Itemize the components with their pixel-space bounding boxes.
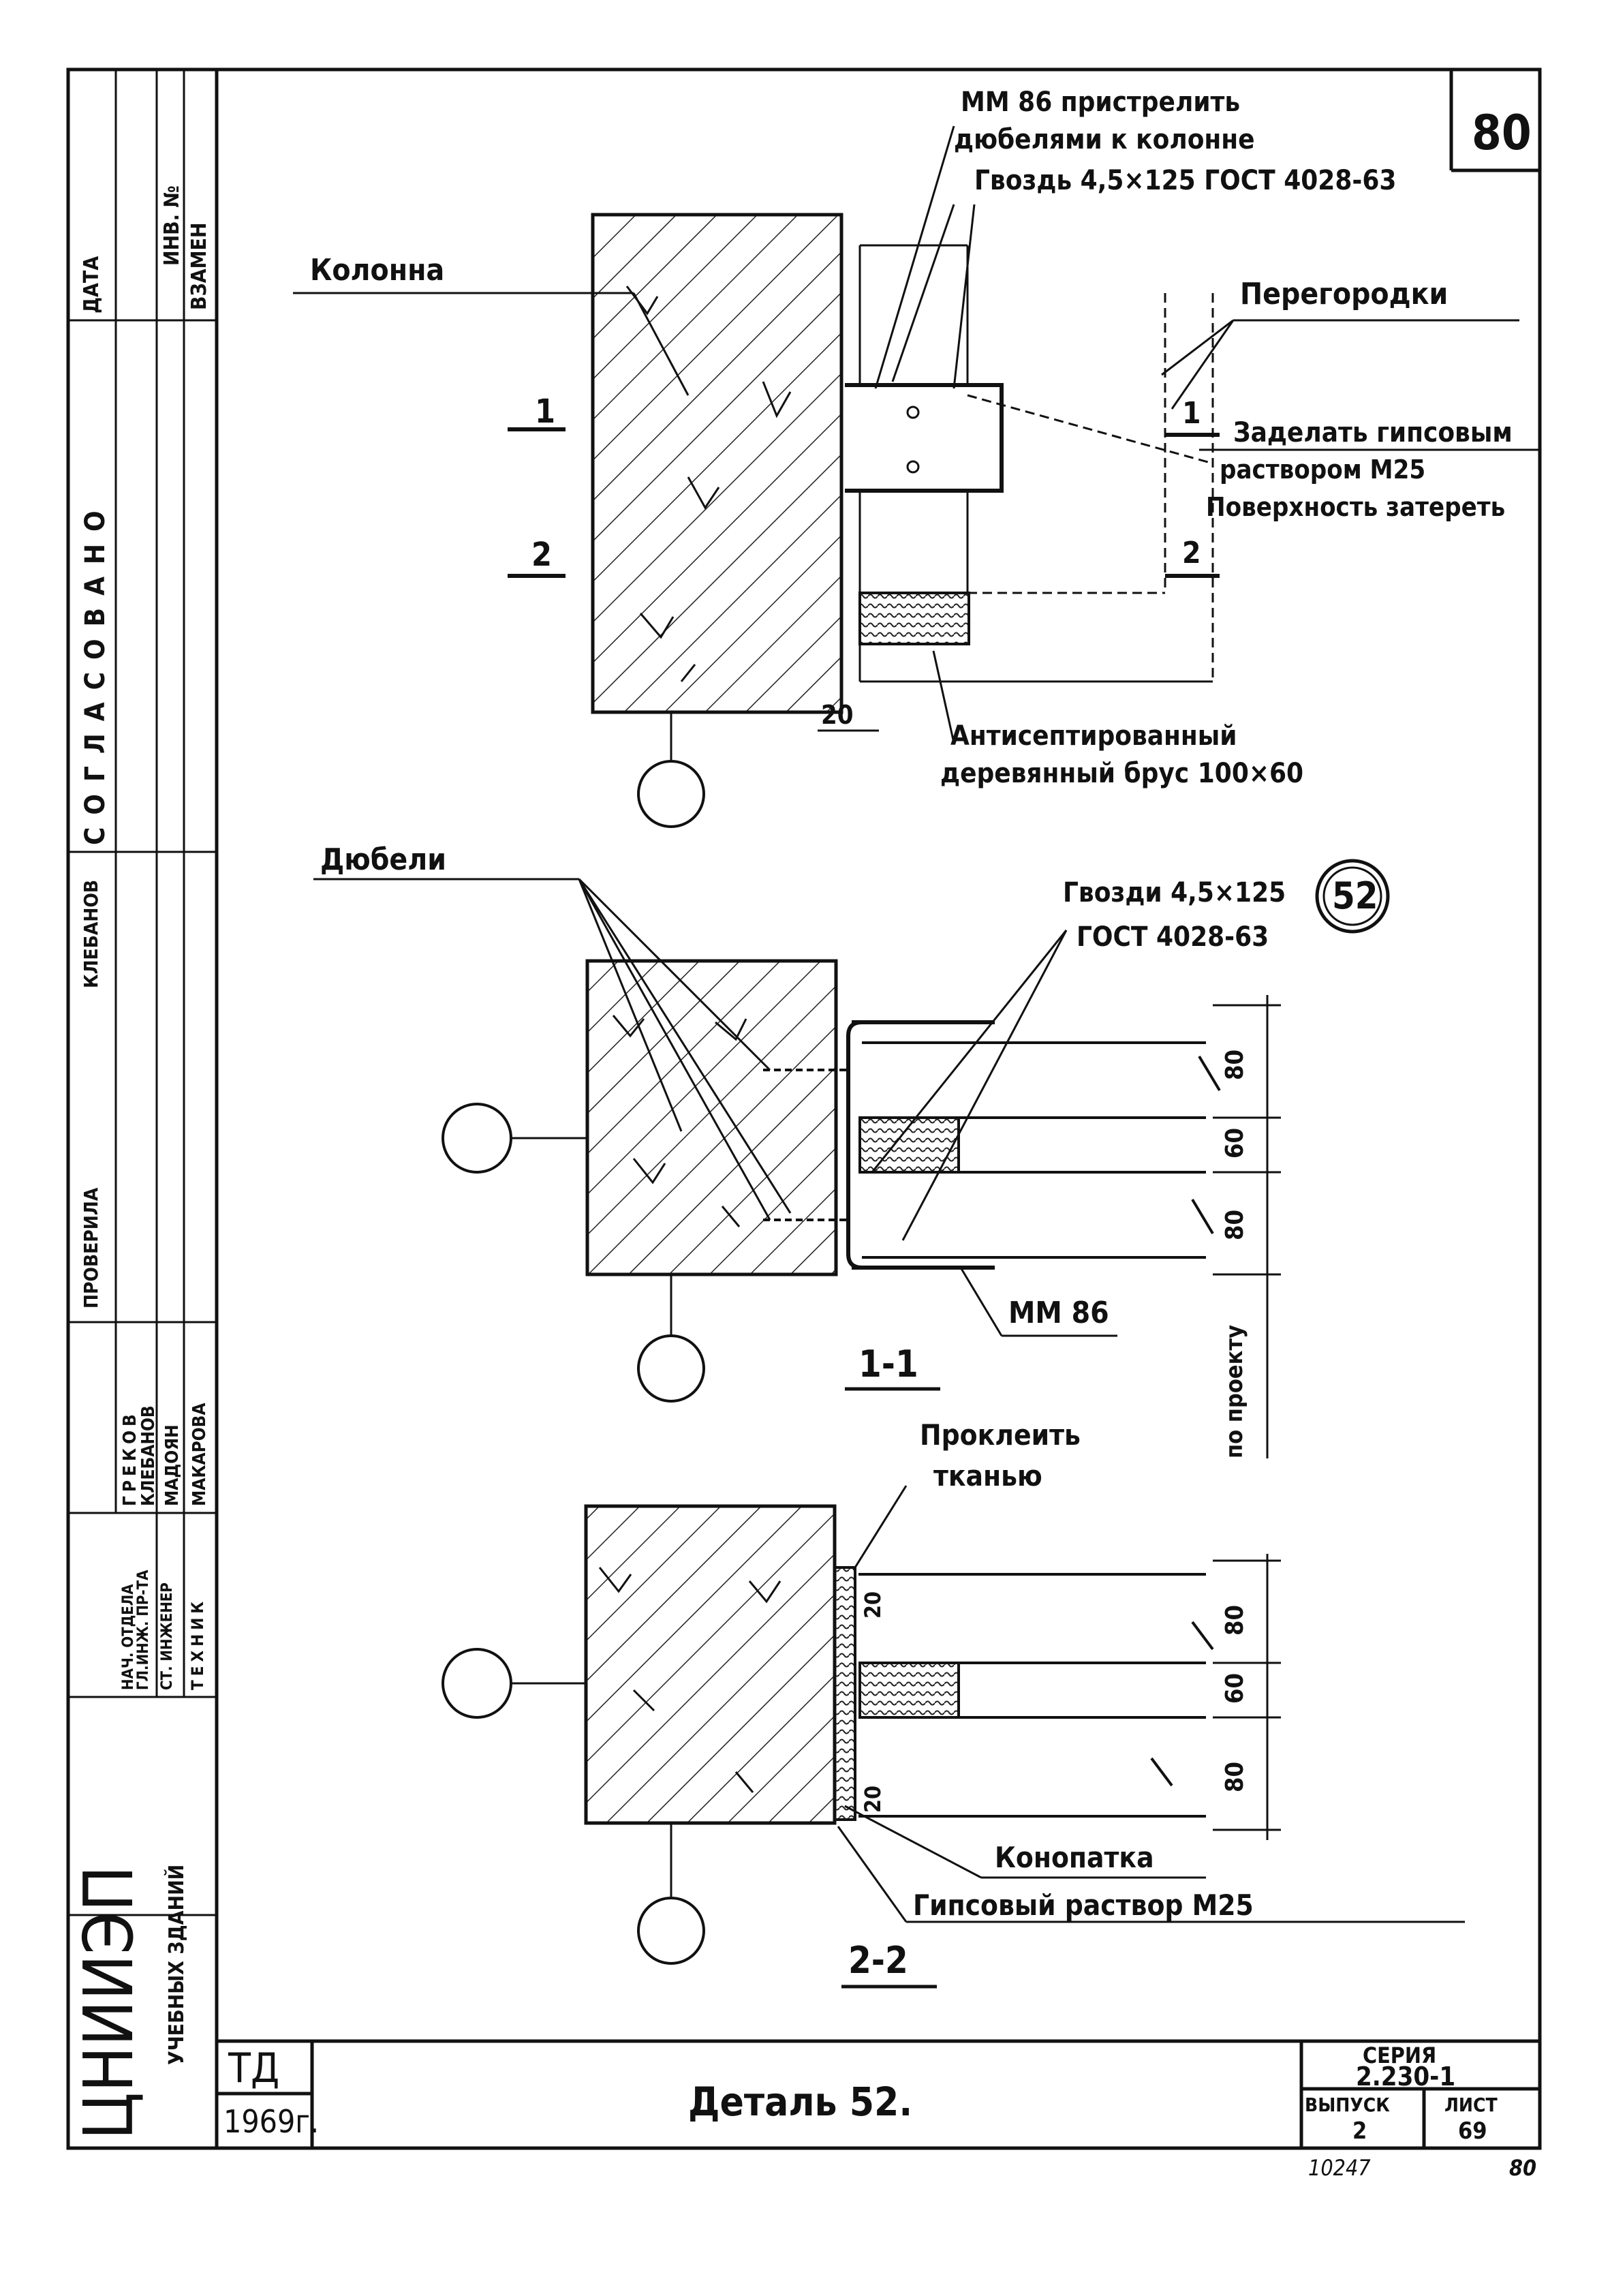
- dim-60-b: 60: [1221, 1672, 1249, 1704]
- label-mm86-note-1: ММ 86 пристрелить: [961, 87, 1241, 118]
- gypsum-strip-2-2: [833, 1566, 856, 1821]
- balloons-section-1-1: [442, 1103, 940, 1403]
- wood-bar-top: [858, 592, 970, 645]
- dim-80-c: 80: [1221, 1604, 1249, 1636]
- stamp-replace: ВЗАМЕН: [187, 222, 211, 310]
- partitions-top: [858, 244, 1214, 683]
- year: 1969г.: [223, 2103, 320, 2140]
- dim-80-a: 80: [1221, 1049, 1249, 1080]
- stamp-name-1: КЛЕБАНОВ: [138, 1405, 159, 1506]
- label-seal-2: раствором М25: [1220, 455, 1426, 485]
- dims-section-2-2: [1213, 1554, 1281, 1840]
- stamp-grid: [68, 70, 217, 1916]
- section-mark-2-right: 2: [1182, 536, 1201, 570]
- bottom-page: 80: [1509, 2155, 1537, 2181]
- stamp-role-1: ГЛ.ИНЖ. ПР-ТА: [135, 1570, 152, 1690]
- badge-td: ТД: [228, 2045, 280, 2092]
- label-dowels: Дюбели: [320, 842, 446, 877]
- detail-number-circle: [1315, 859, 1390, 934]
- label-gypsum: Гипсовый раствор М25: [913, 1888, 1254, 1922]
- series-value: 2.230-1: [1356, 2062, 1456, 2092]
- sheet-title: Деталь 52.: [688, 2079, 913, 2125]
- partitions-section-2-2: [858, 1573, 1214, 1818]
- stamp-name-3: МАКАРОВА: [189, 1403, 210, 1506]
- stamp-checked-label: ПРОВЕРИЛА: [80, 1187, 102, 1308]
- dims-section-1-1: [1213, 995, 1281, 1458]
- mm86-bracket-top: [845, 383, 1004, 493]
- section-mark-2-left: 2: [531, 536, 553, 574]
- series-label: СЕРИЯ: [1363, 2042, 1437, 2068]
- stamp-role-3: ТЕХНИК: [188, 1597, 207, 1690]
- label-mm86: ММ 86: [1008, 1296, 1109, 1330]
- issue-value: 2: [1352, 2117, 1367, 2145]
- dim-20-top: 20: [821, 700, 854, 730]
- dim-20-gypsum-top: 20: [860, 1591, 886, 1619]
- stamp-approved: СОГЛАСОВАНО: [80, 498, 111, 845]
- leaders-section-2-2: [837, 1485, 1465, 1923]
- dowels-section-1-1: [763, 1069, 848, 1221]
- stamp-checked-name: КЛЕБАНОВ: [80, 879, 102, 988]
- bottom-code: 10247: [1308, 2155, 1371, 2181]
- balloons-section-2-2: [442, 1648, 937, 1989]
- label-seal-3: Поверхность затереть: [1206, 492, 1506, 522]
- bracket-section-1-1: [846, 1020, 995, 1270]
- stamp-role-0: НАЧ. ОТДЕЛА: [120, 1584, 137, 1690]
- stamp-org: ЦНИИЭП: [69, 1865, 149, 2140]
- partitions-section-1-1: [862, 1041, 1221, 1259]
- sheet-label: ЛИСТ: [1444, 2094, 1498, 2116]
- label-glue-2: тканью: [933, 1459, 1042, 1493]
- section-marks-top: [508, 427, 1220, 578]
- section-mark-1-left: 1: [535, 393, 556, 431]
- label-nails-mid-2: ГОСТ 4028-63: [1077, 921, 1269, 953]
- column-section-2-2: [584, 1504, 837, 1825]
- leaders-section-1-1: [313, 878, 1117, 1337]
- page-number: 80: [1472, 105, 1532, 161]
- detail-number: 52: [1332, 874, 1378, 917]
- stamp-name-0: ГРЕКОВ: [120, 1410, 140, 1506]
- stamp-name-2: МАДОЯН: [162, 1424, 183, 1506]
- dim-60-a: 60: [1221, 1127, 1249, 1159]
- stamp-role-2: СТ. ИНЖЕНЕР: [159, 1582, 176, 1690]
- label-nails-mid-1: Гвозди 4,5×125: [1063, 877, 1286, 908]
- label-seal-1: Заделать гипсовым: [1233, 417, 1513, 448]
- column-top: [591, 213, 843, 714]
- stamp-org-sub: УЧЕБНЫХ ЗДАНИЙ: [165, 1864, 189, 2065]
- label-by-project: по проекту: [1221, 1324, 1248, 1458]
- sheet-frame: [66, 67, 1542, 2150]
- label-column: Колонна: [310, 253, 445, 288]
- section-mark-1-right: 1: [1182, 396, 1201, 431]
- dim-80-b: 80: [1221, 1209, 1249, 1240]
- label-nail-top: Гвоздь 4,5×125 ГОСТ 4028-63: [974, 165, 1397, 196]
- stamp-inv: ИНВ. №: [160, 185, 184, 266]
- label-antiseptic-2: деревянный брус 100×60: [940, 758, 1304, 789]
- dim-20-gypsum-bottom: 20: [860, 1785, 886, 1813]
- sheet-value: 69: [1458, 2117, 1487, 2145]
- label-partitions: Перегородки: [1240, 277, 1449, 311]
- dim-80-d: 80: [1221, 1761, 1249, 1792]
- label-glue-1: Проклеить: [920, 1418, 1081, 1452]
- issue-label: ВЫПУСК: [1305, 2094, 1390, 2116]
- label-antiseptic-1: Антисептированный: [950, 720, 1237, 752]
- leaders-top: [293, 125, 1540, 744]
- wood-section-2-2: [858, 1662, 960, 1719]
- balloon-top: [637, 712, 705, 828]
- stamp-date: ДАТА: [80, 256, 104, 313]
- section-title-2-2: 2-2: [848, 1939, 908, 1982]
- label-caulk: Конопатка: [995, 1841, 1154, 1874]
- section-title-1-1: 1-1: [858, 1343, 918, 1386]
- label-mm86-note-2: дюбелями к колонне: [954, 124, 1255, 155]
